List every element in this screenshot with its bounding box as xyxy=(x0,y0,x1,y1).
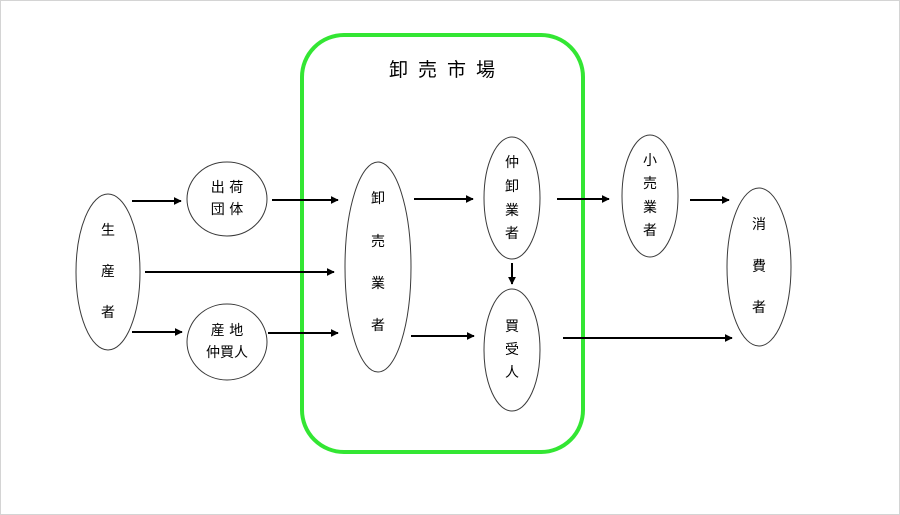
wholesaler-label-line: 売 xyxy=(371,234,385,250)
local-broker-ellipse xyxy=(186,303,268,381)
buyer-ellipse xyxy=(483,288,541,412)
intermediate-wholesaler-label-line: 者 xyxy=(505,226,519,242)
retailer-label-line: 者 xyxy=(643,223,657,239)
consumer-label-line: 費 xyxy=(752,259,766,275)
intermediate-wholesaler-ellipse xyxy=(483,136,541,260)
wholesaler-label-line: 業 xyxy=(371,276,385,292)
node-intermediate-wholesaler: 仲 卸 業 者 xyxy=(483,136,541,260)
node-buyer: 買 受 人 xyxy=(483,288,541,412)
node-retailer: 小 売 業 者 xyxy=(621,134,679,258)
retailer-label-line: 業 xyxy=(643,200,657,216)
buyer-label-line: 受 xyxy=(505,342,519,358)
producer-label-line: 者 xyxy=(101,305,115,321)
node-producer: 生 産 者 xyxy=(75,193,141,351)
wholesaler-ellipse xyxy=(344,161,412,373)
local-broker-label-line: 仲買人 xyxy=(206,345,248,361)
retailer-label-line: 小 xyxy=(643,153,657,169)
intermediate-wholesaler-label-line: 卸 xyxy=(505,179,519,195)
shipping-group-ellipse xyxy=(186,161,268,237)
node-consumer: 消 費 者 xyxy=(726,187,792,347)
wholesaler-label-line: 者 xyxy=(371,318,385,334)
wholesale-market-title: 卸 売 市 場 xyxy=(389,59,497,81)
consumer-label-line: 消 xyxy=(752,217,766,233)
producer-label-line: 生 xyxy=(101,223,115,239)
node-local-broker: 産 地 仲買人 xyxy=(186,303,268,381)
local-broker-label-line: 産 地 xyxy=(211,323,243,339)
node-shipping-group: 出 荷 団 体 xyxy=(186,161,268,237)
intermediate-wholesaler-label-line: 仲 xyxy=(505,155,519,171)
shipping-group-label-line: 団 体 xyxy=(211,202,243,218)
consumer-label-line: 者 xyxy=(752,300,766,316)
shipping-group-label-line: 出 荷 xyxy=(211,180,243,196)
intermediate-wholesaler-label-line: 業 xyxy=(505,203,519,219)
buyer-label-line: 人 xyxy=(505,365,519,381)
producer-ellipse xyxy=(75,193,141,351)
retailer-label-line: 売 xyxy=(643,176,657,192)
buyer-label-line: 買 xyxy=(505,319,519,335)
consumer-ellipse xyxy=(726,187,792,347)
producer-label-line: 産 xyxy=(101,264,115,280)
retailer-ellipse xyxy=(621,134,679,258)
wholesale-market-boundary xyxy=(300,33,585,454)
node-wholesaler: 卸 売 業 者 xyxy=(344,161,412,373)
wholesaler-label-line: 卸 xyxy=(371,191,385,207)
